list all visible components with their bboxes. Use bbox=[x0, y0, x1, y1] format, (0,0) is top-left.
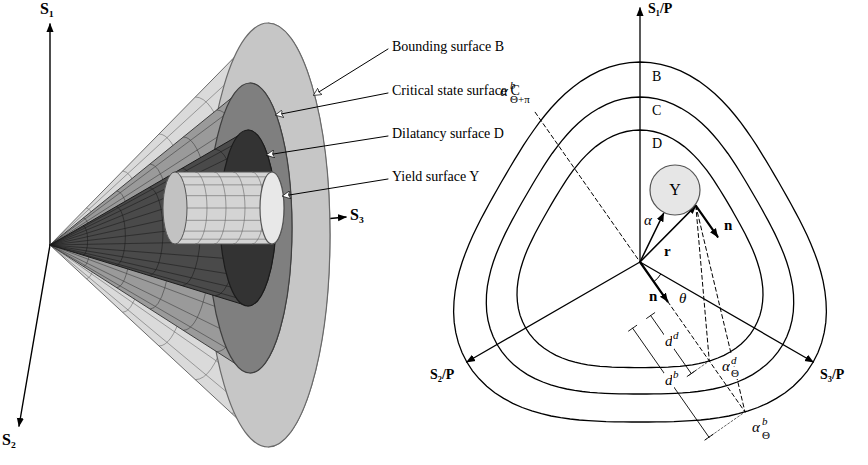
leader-line bbox=[314, 49, 388, 95]
angle-symbol: θ bbox=[679, 291, 686, 306]
axis-label: S₂ bbox=[2, 432, 16, 448]
vector-arrow bbox=[640, 213, 664, 262]
dashed-line bbox=[535, 112, 745, 412]
vector-symbol: n bbox=[649, 289, 657, 304]
superscript: b bbox=[510, 80, 516, 91]
superscript: d bbox=[672, 330, 680, 341]
extension-line bbox=[688, 363, 707, 376]
vector-symbol: α bbox=[644, 213, 652, 228]
leader-line bbox=[283, 179, 388, 196]
mesh-line bbox=[116, 207, 125, 266]
cylinder-cap bbox=[163, 172, 187, 244]
subscript: Θ bbox=[761, 430, 771, 441]
dashed-line bbox=[696, 206, 745, 412]
axis-label: S₂/P bbox=[430, 368, 454, 382]
dimension-line bbox=[633, 328, 709, 437]
mesh-line bbox=[181, 239, 278, 240]
leader-line bbox=[276, 93, 388, 115]
subscript: Θ bbox=[730, 368, 740, 379]
surface-letter: B bbox=[652, 70, 661, 84]
axis-line bbox=[640, 262, 813, 362]
superscript: b bbox=[672, 369, 680, 380]
dimension-tick bbox=[629, 325, 637, 331]
circle-shape bbox=[650, 165, 700, 215]
axis-line bbox=[639, 8, 640, 262]
image-point-symbol: α bbox=[500, 84, 508, 99]
cylinder-surface bbox=[163, 172, 284, 244]
angle-arc bbox=[654, 274, 661, 282]
vector-symbol: n bbox=[724, 218, 732, 233]
vector-symbol: r bbox=[664, 244, 671, 259]
axis-label: S₁/P bbox=[648, 2, 672, 16]
callout-label: Bounding surface B bbox=[392, 40, 504, 54]
axis-line bbox=[49, 24, 50, 245]
mesh-line bbox=[149, 188, 163, 276]
normal-arrow bbox=[696, 206, 718, 237]
extension-line bbox=[706, 414, 743, 440]
axis-label: S₁ bbox=[40, 1, 54, 17]
dashed-line bbox=[696, 206, 709, 361]
callout-label: Yield surface Y bbox=[392, 170, 479, 184]
dimension-tick bbox=[647, 313, 655, 319]
subscript: Θ+π bbox=[510, 94, 530, 105]
node-label: Y bbox=[669, 182, 681, 198]
yield-circle: Y bbox=[649, 164, 701, 216]
superscript: d bbox=[730, 355, 738, 366]
cone-surface bbox=[50, 23, 330, 447]
illustration-group bbox=[19, 8, 826, 447]
mesh-line bbox=[233, 172, 245, 244]
axis-line bbox=[467, 262, 640, 362]
leader-line bbox=[267, 136, 388, 155]
image-point-symbol: α bbox=[751, 420, 761, 435]
mesh-line bbox=[83, 226, 88, 255]
mesh-line bbox=[181, 176, 278, 177]
dimension-tick bbox=[687, 371, 695, 377]
callout-label: Dilatancy surface D bbox=[392, 127, 504, 141]
node-text-wrap: Y bbox=[649, 164, 701, 216]
mesh-line bbox=[195, 172, 207, 244]
cylinder-rim bbox=[260, 172, 284, 244]
superscript: b bbox=[761, 416, 769, 427]
surface-letter: C bbox=[652, 104, 661, 118]
axis-line bbox=[19, 245, 50, 426]
surface-letter: D bbox=[652, 137, 662, 151]
axis-label: S₃/P bbox=[820, 368, 844, 382]
cone-surface bbox=[50, 83, 292, 373]
mesh-line bbox=[214, 172, 226, 244]
dimension-line bbox=[651, 316, 692, 374]
axis-label: S₃ bbox=[350, 207, 364, 223]
